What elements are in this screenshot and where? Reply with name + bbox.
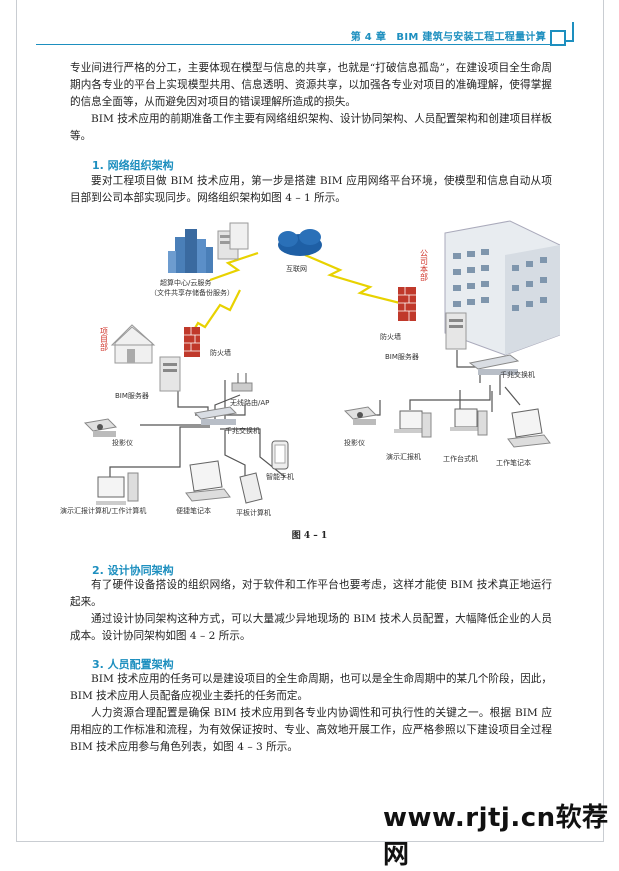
- chapter-title: 第 4 章 BIM 建筑与安装工程工程量计算: [350, 32, 546, 43]
- laptop-label: 便捷笔记本: [176, 506, 211, 515]
- projector-left-label: 投影仪: [112, 438, 133, 447]
- switch-left-label: 千兆交换机: [225, 426, 260, 435]
- watermark-text: www.rjtj.cn软荐网: [383, 803, 609, 870]
- project-house-icon: [110, 324, 156, 364]
- section-1-text: 要对工程项目做 BIM 技术应用，第一步是搭建 BIM 应用网络平台环境，使模型…: [70, 173, 552, 207]
- smartphone-label: 智能手机: [266, 472, 294, 481]
- laptop-icon: [185, 460, 231, 502]
- work-laptop-label: 工作笔记本: [496, 458, 531, 467]
- section-3-title: 3. 人员配置架构: [92, 658, 174, 671]
- section-2-text: 有了硬件设备搭设的组织网络，对于软件和工作平台也要考虑，这样才能使 BIM 技术…: [70, 577, 552, 645]
- company-hq-label: 公司本部: [420, 249, 429, 282]
- projector-right-icon: [343, 406, 378, 425]
- tablet-label: 平板计算机: [236, 508, 271, 517]
- company-building-icon: [444, 220, 561, 356]
- supercomputing-label: 超算中心/云服务: [160, 278, 211, 287]
- work-laptop-icon: [507, 408, 551, 448]
- internet-label: 互联网: [286, 264, 307, 273]
- lightning-link-top-icon: [209, 251, 259, 282]
- intro-text: 专业间进行严格的分工，主要体现在模型与信息的共享，也就是“打破信息孤岛”，在建设…: [70, 60, 552, 145]
- section-2-title: 2. 设计协同架构: [92, 564, 174, 577]
- supercomputing-center-icon: [168, 229, 213, 273]
- desktop-label: 工作台式机: [443, 454, 478, 463]
- section-2-paragraph-2: 通过设计协同架构这种方式，可以大量减少异地现场的 BIM 技术人员配置，大幅降低…: [70, 613, 552, 642]
- paragraph-2: BIM 技术应用的前期准备工作主要有网络组织架构、设计协同架构、人员配置架构和创…: [70, 113, 552, 142]
- demo-workstation-label: 演示汇报计算机/工作计算机: [60, 506, 146, 515]
- section-1-paragraph: 要对工程项目做 BIM 技术应用，第一步是搭建 BIM 应用网络平台环境，使模型…: [70, 175, 552, 204]
- bim-server-left-label: BIM服务器: [115, 391, 149, 400]
- firewall-left-icon: [184, 327, 200, 357]
- firewall-right-label: 防火墙: [380, 332, 401, 341]
- tablet-icon: [239, 472, 263, 504]
- firewall-left-label: 防火墙: [210, 348, 231, 357]
- section-3-text: BIM 技术应用的任务可以是建设项目的全生命周期，也可以是全生命周期中的某几个阶…: [70, 671, 552, 756]
- lightning-link-right-icon: [304, 253, 401, 305]
- switch-right-icon: [468, 354, 520, 375]
- cloud-server-icon: [217, 222, 249, 260]
- header-decoration-square-icon: [550, 30, 566, 46]
- network-diagram: 超算中心/云服务 （文件共享存储备份服务） 互联网 公司本部 防火墙 BIM服务…: [60, 215, 561, 525]
- internet-cloud-icon: [278, 229, 322, 256]
- bim-server-right-label: BIM服务器: [385, 352, 419, 361]
- bim-server-left-icon: [159, 356, 181, 392]
- desktop-icon: [450, 408, 488, 436]
- network-diagram-svg: 超算中心/云服务 （文件共享存储备份服务） 互联网 公司本部 防火墙 BIM服务…: [60, 220, 561, 517]
- section-1-title: 1. 网络组织架构: [92, 159, 174, 172]
- section-3-paragraph-1: BIM 技术应用的任务可以是建设项目的全生命周期，也可以是全生命周期中的某几个阶…: [70, 673, 552, 702]
- demo-computer-label: 演示汇报机: [386, 452, 421, 461]
- bim-server-right-icon: [445, 312, 467, 350]
- section-2-paragraph-1: 有了硬件设备搭设的组织网络，对于软件和工作平台也要考虑，这样才能使 BIM 技术…: [70, 579, 552, 608]
- supercomputing-sublabel: （文件共享存储备份服务）: [150, 288, 234, 297]
- project-dept-label: 项目部: [100, 327, 109, 352]
- switch-left-icon: [193, 406, 238, 425]
- page-frame: [16, 0, 604, 842]
- demo-computer-icon: [394, 410, 432, 438]
- section-3-paragraph-2: 人力资源合理配置是确保 BIM 技术应用到各专业内协调性和可执行性的关键之一。根…: [70, 707, 552, 753]
- demo-workstation-icon: [96, 472, 139, 505]
- wireless-router-label: 无线路由/AP: [230, 398, 269, 407]
- firewall-right-icon: [398, 287, 416, 321]
- smartphone-icon: [271, 440, 289, 470]
- header-rule: [36, 44, 556, 45]
- lightning-link-left-icon: [187, 289, 241, 341]
- switch-right-label: 千兆交换机: [500, 370, 535, 379]
- figure-caption: 图 4 – 1: [291, 531, 328, 541]
- paragraph-1: 专业间进行严格的分工，主要体现在模型与信息的共享，也就是“打破信息孤岛”，在建设…: [70, 62, 552, 108]
- wireless-router-icon: [231, 373, 253, 392]
- projector-left-icon: [83, 418, 118, 437]
- projector-right-label: 投影仪: [344, 438, 365, 447]
- page-header: 第 4 章 BIM 建筑与安装工程工程量计算: [16, 0, 604, 46]
